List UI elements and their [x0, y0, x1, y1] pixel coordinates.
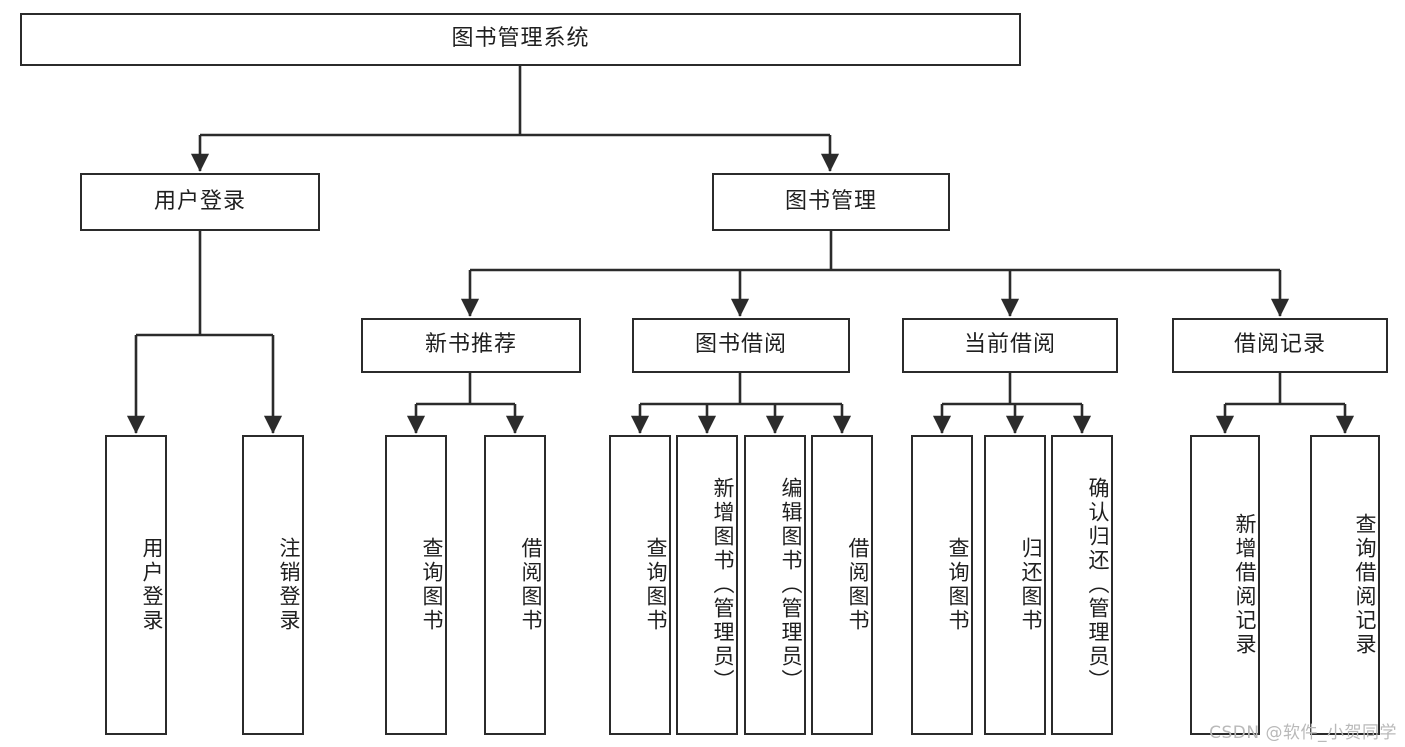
watermark: CSDN @软件_小贺同学	[1209, 723, 1397, 743]
leaf-query-borrow-record-label: 查询借阅记录	[1353, 513, 1377, 657]
leaf-borrow-book-label: 借阅图书	[846, 537, 870, 633]
node-book-management-label: 图书管理	[784, 188, 877, 214]
node-user-login-label: 用户登录	[153, 188, 246, 214]
node-book-management[interactable]: 图书管理	[712, 173, 950, 231]
leaf-logout[interactable]: 注销登录	[242, 435, 304, 735]
leaf-confirm-return-admin[interactable]: 确认归还（管理员）	[1051, 435, 1113, 735]
node-current-borrow-label: 当前借阅	[963, 332, 1056, 358]
leaf-add-book-admin-label: 新增图书（管理员）	[711, 477, 735, 693]
node-borrow-record-label: 借阅记录	[1233, 332, 1326, 358]
leaf-current-query-book[interactable]: 查询图书	[911, 435, 973, 735]
leaf-logout-label: 注销登录	[277, 537, 301, 633]
leaf-user-login[interactable]: 用户登录	[105, 435, 167, 735]
leaf-edit-book-admin-label: 编辑图书（管理员）	[779, 477, 803, 693]
node-user-login[interactable]: 用户登录	[80, 173, 320, 231]
leaf-borrow-book[interactable]: 借阅图书	[811, 435, 873, 735]
leaf-add-book-admin[interactable]: 新增图书（管理员）	[676, 435, 738, 735]
leaf-add-borrow-record[interactable]: 新增借阅记录	[1190, 435, 1260, 735]
leaf-return-book-label: 归还图书	[1019, 537, 1043, 633]
leaf-query-borrow-record[interactable]: 查询借阅记录	[1310, 435, 1380, 735]
node-new-book-recommend-label: 新书推荐	[424, 332, 517, 358]
leaf-current-query-book-label: 查询图书	[946, 537, 970, 633]
leaf-return-book[interactable]: 归还图书	[984, 435, 1046, 735]
leaf-user-login-label: 用户登录	[140, 537, 164, 633]
node-current-borrow[interactable]: 当前借阅	[902, 318, 1118, 373]
leaf-new-book-borrow[interactable]: 借阅图书	[484, 435, 546, 735]
node-book-borrow[interactable]: 图书借阅	[632, 318, 850, 373]
leaf-confirm-return-admin-label: 确认归还（管理员）	[1086, 477, 1110, 693]
leaf-new-book-query-label: 查询图书	[420, 537, 444, 633]
node-root-label: 图书管理系统	[451, 26, 590, 52]
leaf-borrow-query-book-label: 查询图书	[644, 537, 668, 633]
leaf-edit-book-admin[interactable]: 编辑图书（管理员）	[744, 435, 806, 735]
node-new-book-recommend[interactable]: 新书推荐	[361, 318, 581, 373]
leaf-borrow-query-book[interactable]: 查询图书	[609, 435, 671, 735]
leaf-new-book-borrow-label: 借阅图书	[519, 537, 543, 633]
leaf-new-book-query[interactable]: 查询图书	[385, 435, 447, 735]
node-borrow-record[interactable]: 借阅记录	[1172, 318, 1388, 373]
node-book-borrow-label: 图书借阅	[694, 332, 787, 358]
node-root[interactable]: 图书管理系统	[20, 13, 1021, 66]
leaf-add-borrow-record-label: 新增借阅记录	[1233, 513, 1257, 657]
